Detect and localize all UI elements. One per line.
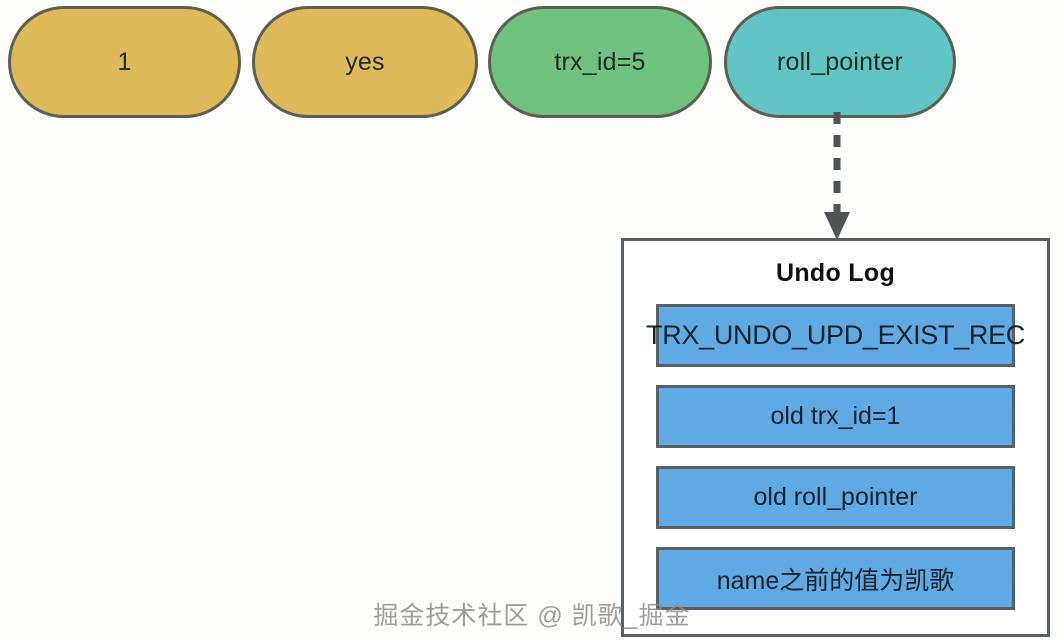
undo-log-row-old-name-value: name之前的值为凯歌 — [656, 547, 1015, 610]
undo-log-panel: Undo Log TRX_UNDO_UPD_EXIST_REC old trx_… — [621, 238, 1050, 637]
undo-log-row-list: TRX_UNDO_UPD_EXIST_REC old trx_id=1 old … — [624, 304, 1047, 610]
undo-log-row-old-trx-id: old trx_id=1 — [656, 385, 1015, 448]
record-cell-trx-id-label: trx_id=5 — [554, 47, 646, 76]
undo-log-row-type: TRX_UNDO_UPD_EXIST_REC — [646, 304, 1025, 367]
record-cell-trx-id: trx_id=5 — [488, 6, 712, 118]
dashed-arrow-connector — [824, 112, 850, 240]
record-cell-roll-pointer: roll_pointer — [724, 6, 956, 118]
record-cell-roll-pointer-label: roll_pointer — [776, 47, 904, 76]
arrowhead-icon — [824, 212, 850, 240]
record-cell-id: 1 — [8, 6, 241, 118]
undo-log-row-old-roll-pointer: old roll_pointer — [656, 466, 1015, 529]
record-cell-id-label: 1 — [117, 47, 132, 76]
record-cell-flag-label: yes — [345, 47, 385, 76]
undo-log-title: Undo Log — [775, 259, 896, 287]
record-cell-flag: yes — [252, 6, 478, 118]
